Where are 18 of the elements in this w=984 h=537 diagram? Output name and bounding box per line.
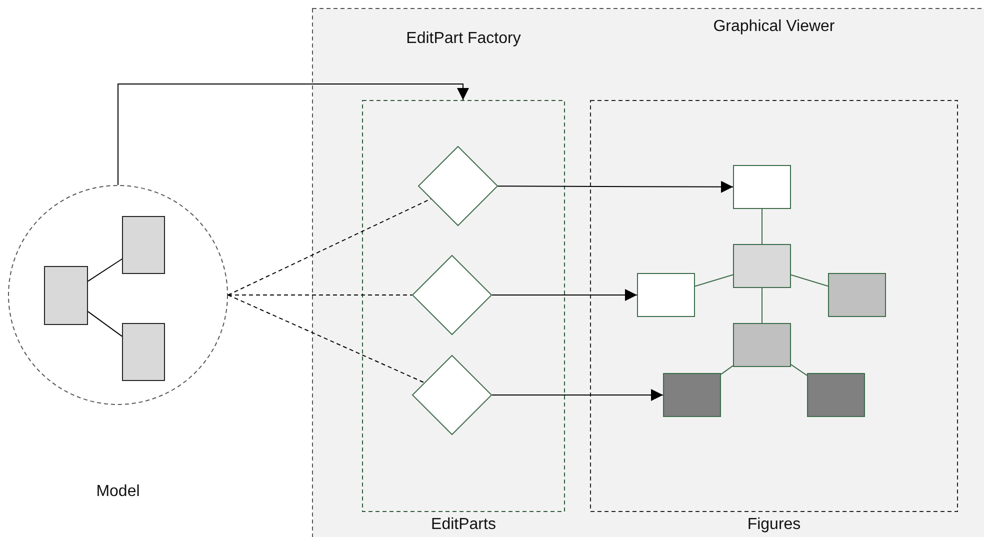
- connector-line: [790, 274, 828, 287]
- arrow: [118, 84, 469, 186]
- group-label: EditParts: [430, 516, 497, 534]
- group-heading: Graphical Viewer: [712, 18, 836, 36]
- connector-line: [228, 198, 432, 296]
- connector-line: [228, 294, 425, 384]
- arrow: [497, 180, 734, 193]
- connector-line: [228, 294, 412, 296]
- arrow: [492, 289, 638, 301]
- group-label: Figures: [746, 516, 802, 534]
- connector-line: [88, 311, 122, 337]
- connector-line: [790, 364, 808, 376]
- connector-line: [720, 365, 734, 375]
- connector-line: [694, 274, 734, 287]
- arrow: [492, 389, 664, 401]
- connector-line: [88, 258, 122, 282]
- group-heading: EditPart Factory: [405, 30, 522, 48]
- group-label: Model: [95, 483, 141, 501]
